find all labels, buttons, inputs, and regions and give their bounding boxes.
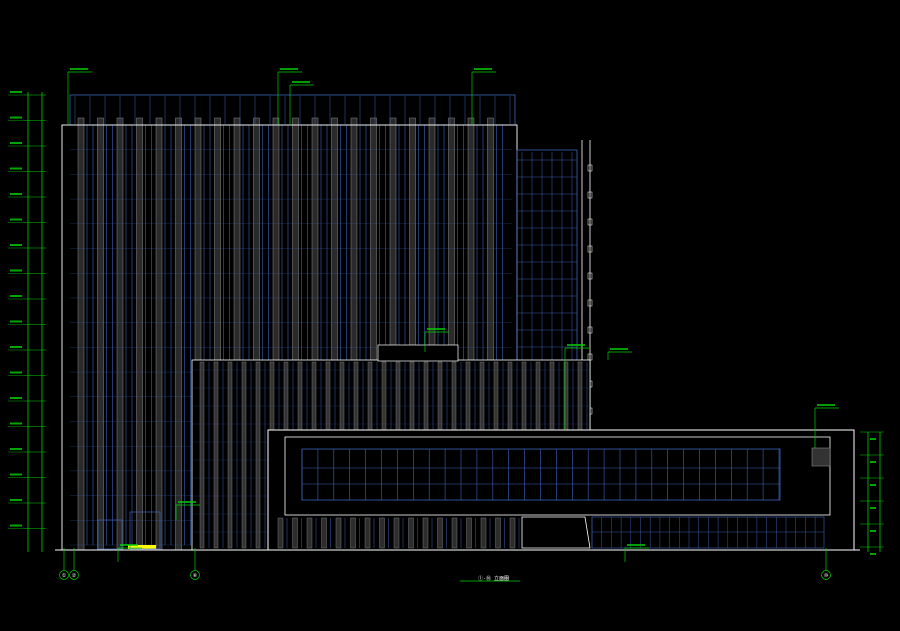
annex-pier (466, 517, 472, 549)
callout-text-mark (567, 344, 585, 346)
drawing-title: ①-⑩ 立面图 (478, 576, 510, 582)
annex-pier (408, 517, 414, 549)
annex-pier (292, 517, 298, 549)
wing-bracket (587, 245, 593, 253)
annex-pier (364, 517, 371, 549)
callout-text-mark (70, 68, 88, 70)
annex-ribbon-window (301, 448, 781, 501)
podium-fin (241, 361, 247, 549)
drawing-scale: 1:100 (500, 576, 510, 580)
level-mark (10, 244, 22, 246)
axis-bubble (69, 570, 79, 580)
tower-entrance-glazing (129, 511, 161, 550)
level-mark (10, 295, 22, 297)
level-mark (10, 448, 22, 450)
annex-vent-grille (811, 447, 831, 467)
left-level-ticks (8, 91, 46, 529)
level-mark (10, 218, 22, 221)
callout-text-mark (178, 501, 196, 503)
callout-text-mark (610, 348, 628, 350)
entrance-step-marker (128, 545, 156, 549)
podium-fin (199, 361, 205, 549)
level-mark (10, 397, 22, 399)
axis-label: ⑥ (193, 573, 198, 579)
level-mark (10, 142, 22, 144)
level-mark (10, 269, 22, 272)
annex-inner-frame (284, 436, 831, 516)
annex-pier (509, 517, 516, 549)
callout-text-mark (627, 544, 645, 546)
level-mark (10, 116, 22, 119)
annex-pier (480, 517, 487, 549)
axis-bubble (190, 570, 200, 580)
right-level-ticks (860, 431, 884, 555)
level-mark (10, 346, 22, 348)
axis-label: ① (62, 573, 67, 579)
annex-ground-storefront (277, 516, 825, 549)
annex-pier (321, 517, 327, 549)
podium-fin (227, 361, 233, 549)
wing-bracket (587, 218, 593, 226)
wing-bracket (587, 299, 593, 307)
callout-text-mark (427, 328, 445, 330)
wing-bracket (587, 272, 593, 280)
level-mark (10, 422, 22, 425)
annex-pier (379, 517, 385, 549)
annex-pier (393, 517, 400, 549)
level-mark (10, 193, 22, 195)
wing-bracket (587, 164, 593, 172)
annex-pier (350, 517, 356, 549)
axis-label: ② (72, 573, 77, 579)
axis-bubble (821, 570, 831, 580)
callout-text-mark (280, 68, 298, 70)
tower-entrance-door (97, 519, 123, 550)
level-mark (10, 499, 22, 501)
level-mark (10, 524, 22, 527)
tower-fin (155, 117, 163, 551)
level-mark (870, 438, 876, 440)
axis-label: ⑩ (824, 573, 829, 579)
annex-pier (437, 517, 443, 549)
wing-brackets (587, 164, 593, 415)
tower-fin (175, 117, 182, 551)
dimension-annotations (8, 68, 884, 562)
callout-text-mark (817, 404, 835, 406)
level-mark (870, 553, 876, 555)
level-mark (870, 507, 876, 509)
roof-equipment-box (377, 344, 459, 362)
tower-fin (136, 117, 143, 551)
annex-pier (422, 517, 429, 549)
wing-bracket (587, 326, 593, 334)
grid-axis-markers: ① ② ⑥ ⑩ (59, 548, 831, 580)
level-mark (10, 473, 22, 476)
podium-fin (213, 361, 219, 549)
level-mark (870, 530, 876, 532)
level-mark (10, 167, 22, 170)
tower-fin (77, 117, 85, 551)
axis-bubble (59, 570, 69, 580)
level-mark (10, 320, 22, 323)
annex-entrance-canopy (521, 516, 591, 549)
annex-pier (495, 517, 501, 549)
annex-pier (306, 517, 313, 549)
podium-fin (255, 361, 261, 549)
callout-leaders (67, 68, 839, 562)
level-mark (870, 461, 876, 463)
annex-pier (335, 517, 342, 549)
level-mark (870, 484, 876, 486)
callout-text-mark (474, 68, 492, 70)
annex-pier (451, 517, 458, 549)
level-mark (10, 91, 22, 93)
tower-fin (97, 117, 104, 551)
level-mark (10, 371, 22, 374)
wing-bracket (587, 191, 593, 199)
callout-text-mark (292, 81, 310, 83)
tower-fin (116, 117, 124, 551)
annex-pier (277, 517, 284, 549)
annex-block (267, 429, 855, 551)
callout-text-mark (120, 544, 138, 546)
main-tower (61, 94, 518, 551)
